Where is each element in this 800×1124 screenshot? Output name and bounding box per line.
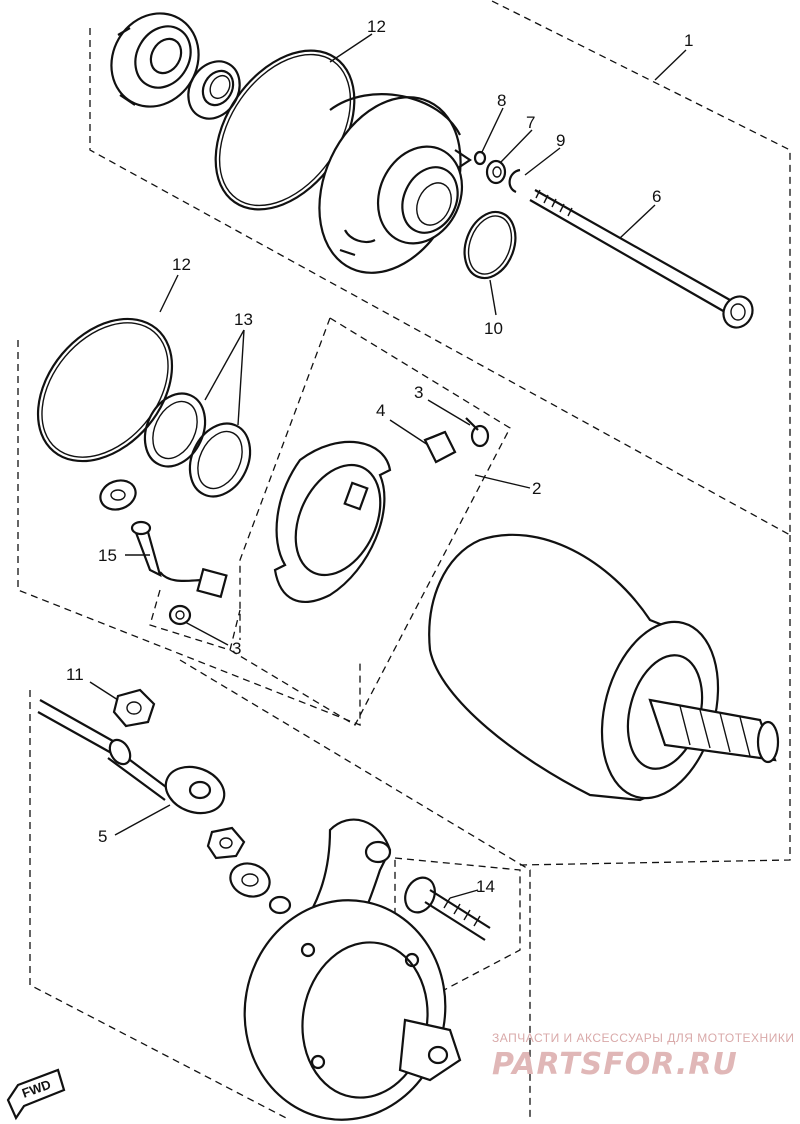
long-bolt-6 (529, 189, 754, 329)
washer-7 (485, 159, 507, 185)
o-ring-lower (268, 895, 292, 915)
callout-12-second: 12 (172, 255, 191, 274)
callout-10: 10 (484, 319, 503, 338)
shims-13 (143, 392, 252, 498)
o-ring-10 (463, 210, 517, 280)
callout-2: 2 (532, 479, 541, 498)
assembly-1-boundary (17, 0, 791, 866)
nut-11 (112, 688, 156, 728)
callout-3-upper: 3 (414, 383, 423, 402)
brush-holder-2-boundary (229, 317, 511, 726)
bolt-14 (404, 876, 491, 941)
callout-4: 4 (376, 401, 385, 420)
rear-cover (243, 818, 462, 1121)
callout-11: 11 (66, 665, 84, 684)
watermark-tagline: ЗАПЧАСТИ И АКСЕССУАРЫ ДЛЯ МОТОТЕХНИКИ (492, 1031, 794, 1045)
callout-3-lower: 3 (232, 639, 241, 658)
callout-6: 6 (652, 187, 661, 206)
callout-14: 14 (476, 877, 495, 896)
washer-8 (473, 150, 487, 166)
terminal-15 (130, 520, 228, 599)
brush-4 (423, 430, 457, 464)
nut-lower (206, 826, 246, 860)
callout-5: 5 (98, 827, 107, 846)
callout-7: 7 (526, 113, 535, 132)
parts-3-box (149, 589, 241, 651)
yoke-housing (428, 533, 780, 802)
callout-12-top: 12 (367, 17, 386, 36)
washer-lower (229, 862, 271, 898)
callout-15: 15 (98, 546, 117, 565)
brush-plate-2 (273, 440, 392, 603)
circlip-9 (508, 168, 521, 194)
parts-5-boundary (29, 659, 531, 1121)
lead-wire-5 (37, 699, 226, 815)
watermark-brand: PARTSFOR.RU (492, 1047, 738, 1082)
callout-13: 13 (234, 310, 253, 329)
front-cover (318, 93, 472, 274)
bearing-top (110, 12, 200, 108)
grommet (99, 479, 137, 511)
spring-3-small (168, 604, 192, 626)
spring-3-upper (465, 417, 490, 448)
callout-1: 1 (684, 31, 693, 50)
callout-9: 9 (556, 131, 565, 150)
leader-lines (89, 33, 687, 899)
callout-8: 8 (497, 91, 506, 110)
fwd-arrow-badge: FWD (6, 1068, 66, 1121)
o-ring-12-second (36, 317, 174, 463)
